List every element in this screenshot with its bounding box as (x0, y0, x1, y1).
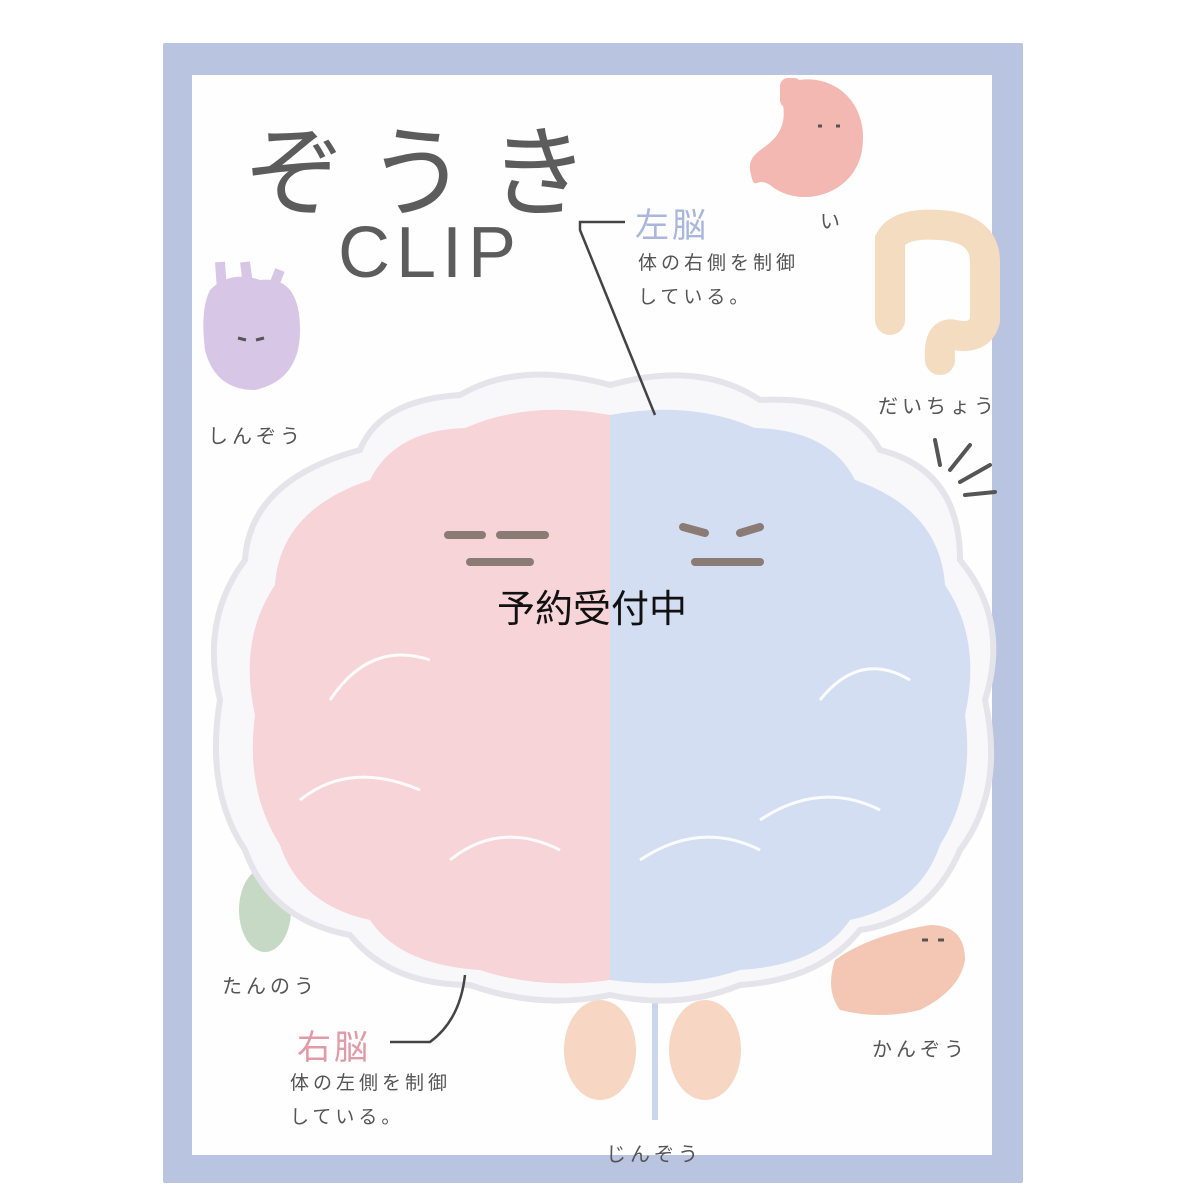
heart-icon (203, 261, 300, 390)
label-heart: しんぞう (208, 424, 304, 448)
callout-lines (390, 220, 657, 1044)
label-liver: かんぞう (872, 1037, 968, 1061)
motion-lines (933, 438, 997, 497)
brain-left-hemisphere (610, 409, 971, 984)
left-brain-desc-line1: 体の右側を制御 (638, 252, 800, 274)
title-japanese: ぞうき (245, 115, 611, 232)
right-brain-desc-line1: 体の左側を制御 (290, 1072, 452, 1094)
liver-icon (831, 925, 965, 1015)
left-brain-desc-line2: している。 (638, 286, 753, 308)
stomach-icon (749, 78, 864, 198)
label-gallbladder: たんのう (222, 974, 318, 998)
kidney-icon (564, 990, 741, 1120)
preorder-overlay-text: 予約受付中 (497, 587, 688, 631)
title-english: CLIP (338, 213, 523, 293)
right-brain-title: 右脳 (297, 1028, 371, 1068)
right-brain-desc-line2: している。 (290, 1106, 405, 1128)
label-kidney: じんぞう (606, 1142, 702, 1166)
brain-folds (299, 653, 911, 862)
label-stomach: い (820, 209, 844, 233)
large-intestine-icon (875, 209, 1000, 375)
brain-right-hemisphere (249, 409, 611, 984)
label-large-intestine: だいちょう (878, 394, 998, 418)
left-brain-title: 左脳 (635, 206, 709, 246)
brain-face (444, 523, 764, 566)
